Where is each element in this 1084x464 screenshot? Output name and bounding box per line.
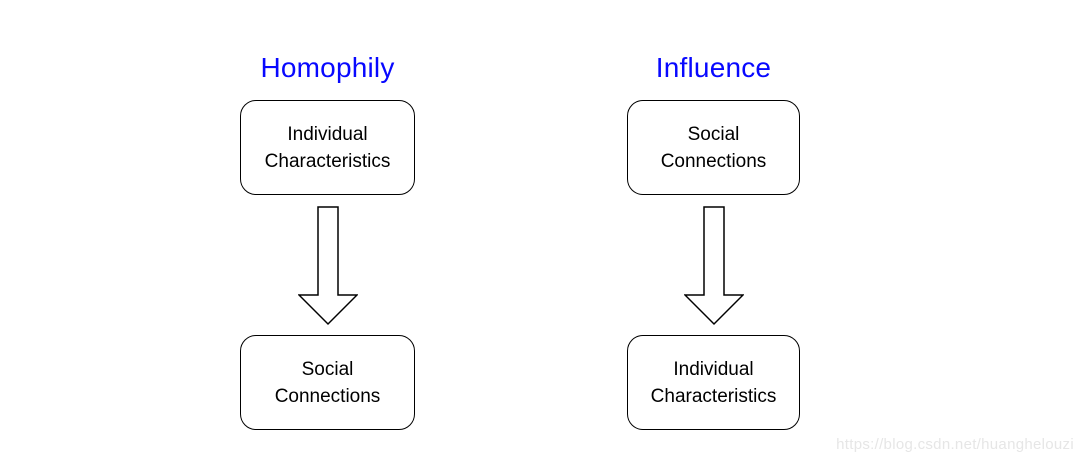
homophily-column: Homophily Individual Characteristics Soc… (240, 0, 415, 464)
box-label-line: Social (301, 358, 354, 380)
box-label-line: Social (687, 123, 740, 145)
influence-bottom-box: Individual Characteristics (627, 335, 800, 430)
box-label-line: Connections (274, 385, 381, 407)
box-label-line: Connections (660, 150, 767, 172)
influence-title: Influence (655, 52, 772, 83)
influence-column: Influence Social Connections Individual … (627, 0, 800, 464)
box-label-line: Individual (287, 123, 368, 145)
homophily-bottom-box: Social Connections (240, 335, 415, 430)
box-label-line: Individual (673, 358, 754, 380)
homophily-title: Homophily (260, 52, 395, 83)
down-block-arrow-icon (683, 206, 744, 326)
box-label-line: Characteristics (264, 150, 391, 172)
watermark-text: https://blog.csdn.net/huanghelouzi (836, 436, 1074, 453)
homophily-top-box: Individual Characteristics (240, 100, 415, 195)
down-block-arrow-icon (297, 206, 358, 326)
box-label-line: Characteristics (650, 385, 777, 407)
influence-top-box: Social Connections (627, 100, 800, 195)
